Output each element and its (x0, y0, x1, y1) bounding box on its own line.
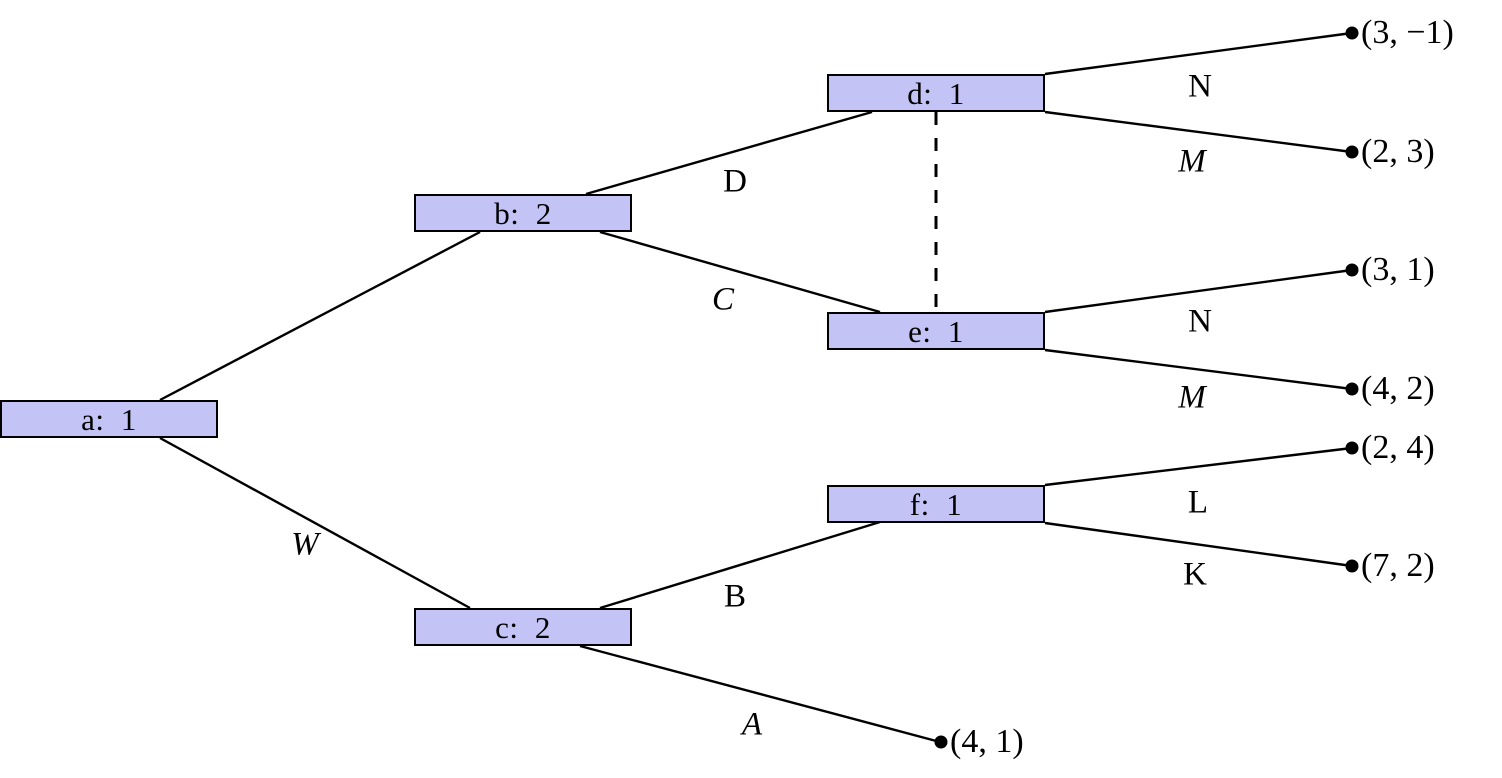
decision-node-f[interactable]: f: 1 (827, 485, 1045, 523)
terminal-node-dot-t4 (1345, 382, 1359, 396)
edge-label-b-d: D (723, 163, 747, 200)
payoff-label-t7: (4, 1) (950, 723, 1024, 760)
terminal-node-dot-t6 (1345, 559, 1359, 573)
decision-node-b[interactable]: b: 2 (414, 194, 632, 232)
payoff-label-t4: (4, 2) (1361, 370, 1435, 407)
terminal-node-dot-t7 (934, 735, 948, 749)
decision-node-a[interactable]: a: 1 (0, 400, 218, 438)
payoff-label-t6: (7, 2) (1361, 547, 1435, 584)
payoff-label-t1: (3, −1) (1361, 14, 1454, 51)
tree-edge-f-t6 (1044, 521, 1353, 568)
edge-label-c-t7: A (741, 706, 763, 743)
edge-label-e-t4: M (1178, 379, 1206, 416)
tree-edge-d-t1 (1044, 31, 1353, 76)
tree-edge-f-t5 (1044, 446, 1353, 487)
edge-label-c-f: B (723, 578, 747, 615)
payoff-label-t5: (2, 4) (1361, 429, 1435, 466)
tree-edge-b-d (585, 110, 873, 196)
terminal-dots-group (934, 26, 1359, 749)
edge-label-a-c: W (291, 526, 319, 563)
payoff-label-t2: (2, 3) (1361, 133, 1435, 170)
terminal-node-dot-t1 (1345, 26, 1359, 40)
tree-edge-c-t7 (579, 644, 941, 744)
edge-lines-group (159, 31, 1353, 744)
tree-edge-e-t3 (1044, 268, 1353, 314)
decision-node-d[interactable]: d: 1 (827, 74, 1045, 112)
terminal-node-dot-t2 (1345, 145, 1359, 159)
edge-label-d-t2: M (1178, 143, 1206, 180)
tree-edge-d-t2 (1044, 110, 1353, 154)
edge-label-f-t5: L (1187, 484, 1209, 521)
tree-edge-e-t4 (1044, 348, 1353, 391)
terminal-node-dot-t3 (1345, 263, 1359, 277)
payoff-label-t3: (3, 1) (1361, 251, 1435, 288)
edge-label-b-e: C (711, 281, 735, 318)
tree-edge-a-b (159, 230, 481, 402)
decision-node-e[interactable]: e: 1 (827, 312, 1045, 350)
terminal-node-dot-t5 (1345, 441, 1359, 455)
tree-edge-c-f (599, 520, 881, 610)
tree-edge-b-e (599, 230, 881, 314)
edge-label-d-t1: N (1188, 68, 1212, 105)
tree-edge-a-c (159, 436, 471, 610)
edge-label-f-t6: K (1183, 556, 1207, 593)
edge-label-e-t3: N (1188, 303, 1212, 340)
decision-node-c[interactable]: c: 2 (414, 608, 632, 646)
